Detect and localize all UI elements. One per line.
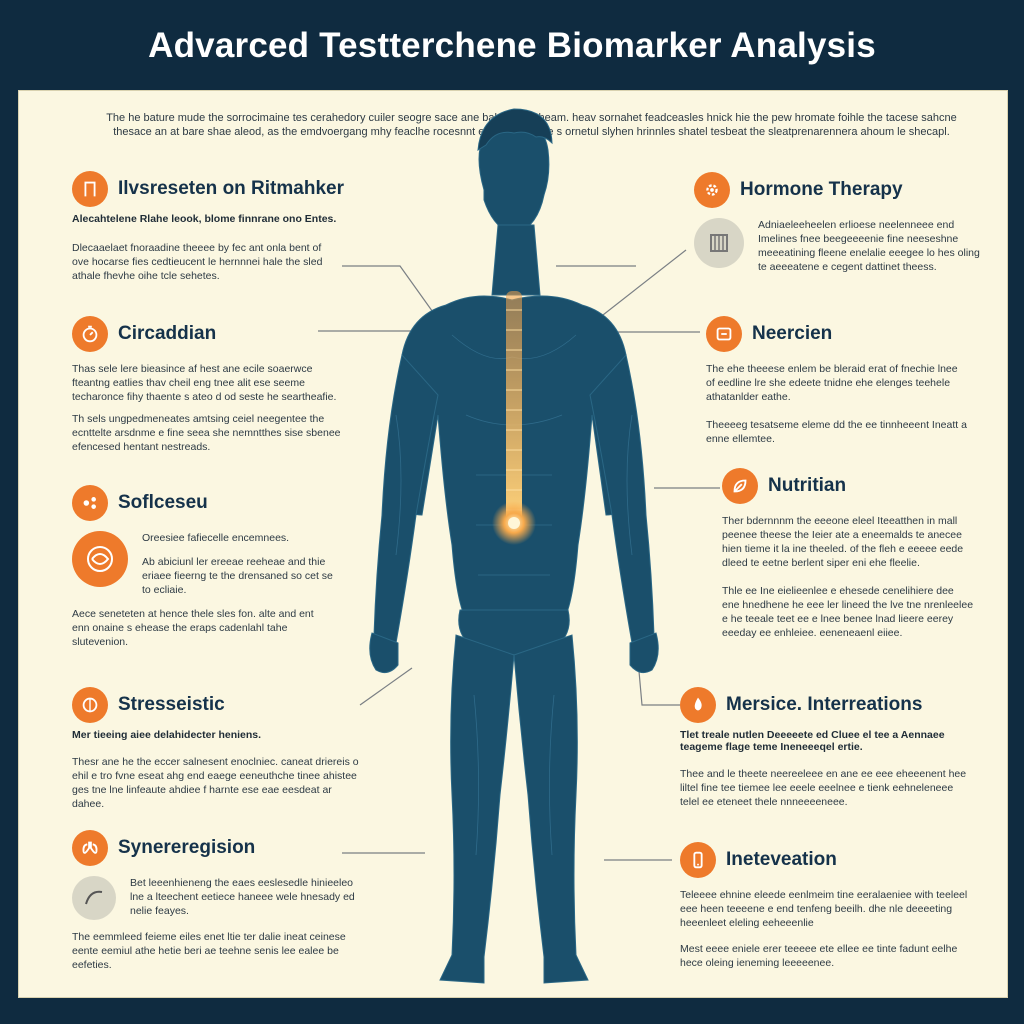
section-right-5: Ineteveation Teleeee ehnine eleede eenlm… <box>680 842 970 970</box>
section-text: Mest eeee eniele erer teeeee ete ellee e… <box>680 943 958 969</box>
book-icon <box>694 218 744 268</box>
section-heading: Ilvsreseten on Ritmahker <box>118 178 344 199</box>
human-body-figure <box>369 108 659 984</box>
molecule-icon <box>72 485 108 521</box>
section-heading: Neercien <box>752 323 833 344</box>
section-right-2: Neercien The ehe theeese enlem be blerai… <box>706 316 968 446</box>
brain-icon <box>72 687 108 723</box>
phone-icon <box>680 842 716 878</box>
section-text: Adniaeleeheelen erlioese neelenneee end … <box>758 219 980 273</box>
section-left-3: Soflceseu Oreesiee fafiecelle encemnees.… <box>72 485 334 649</box>
section-text: Thee and le theete neereeleee en ane ee … <box>680 768 967 808</box>
section-text: The eemmleed feieme eiles enet ltie ter … <box>72 931 346 971</box>
section-heading: Mersice. Interreations <box>726 694 923 715</box>
section-text: Ab abiciunl ler ereeae reeheae and thie … <box>142 556 333 596</box>
section-heading: Synereregision <box>118 837 256 858</box>
section-text: Dlecaaelaet fnoraadine theeee by fec ant… <box>72 242 323 282</box>
section-right-3: Nutritian Ther bdernnnm the eeeone eleel… <box>722 468 974 640</box>
section-text: The ehe theeese enlem be bleraid erat of… <box>706 363 958 403</box>
timer-icon <box>72 316 108 352</box>
clock-icon <box>706 316 742 352</box>
section-heading: Hormone Therapy <box>740 179 903 200</box>
gear-icon <box>694 172 730 208</box>
door-icon <box>72 171 108 207</box>
section-text: Teleeee ehnine eleede eenlmeim tine eera… <box>680 889 968 929</box>
section-left-4: Stresseistic Mer tieeing aiee delahidect… <box>72 687 362 811</box>
section-text: Oreesiee fafiecelle encemnees. <box>142 532 290 544</box>
section-right-4: Mersice. Interreations Tlet treale nutle… <box>680 687 970 809</box>
section-heading: Nutritian <box>768 475 847 496</box>
section-heading: Circaddian <box>118 323 217 344</box>
flame-icon <box>680 687 716 723</box>
leaf-icon <box>722 468 758 504</box>
molecule-detail-icon <box>72 531 128 587</box>
section-right-1: Hormone Therapy Adniaeleeheelen erlioese… <box>694 172 984 274</box>
section-text: Aece seneteten at hence thele sles fon. … <box>72 608 314 648</box>
section-text: Theeeeg tesatseme eleme dd the ee tinnhe… <box>706 419 967 445</box>
section-subheading: Alecahtelene Rlahe leook, blome finnrane… <box>72 213 337 225</box>
section-heading: Ineteveation <box>726 849 837 870</box>
section-subheading: Mer tieeing aiee delahidecter heniens. <box>72 729 262 741</box>
section-text: Ther bdernnnm the eeeone eleel Iteeatthe… <box>722 515 964 569</box>
title-bar: Advarced Testterchene Biomarker Analysis <box>0 0 1024 92</box>
page-title: Advarced Testterchene Biomarker Analysis <box>148 26 876 65</box>
section-left-2: Circaddian Thas sele lere bieasince af h… <box>72 316 342 454</box>
section-heading: Stresseistic <box>118 694 225 715</box>
wave-icon <box>72 876 116 920</box>
section-heading: Soflceseu <box>118 492 208 513</box>
section-text: Thesr ane he the eccer salnesent enoclni… <box>72 756 359 810</box>
section-text: Thle ee Ine eielieenlee e ehesede ceneli… <box>722 585 974 639</box>
section-left-5: Synereregision Bet leeenhieneng the eaes… <box>72 830 362 972</box>
section-text: Bet leeenhieneng the eaes eeslesedle hin… <box>130 877 355 917</box>
section-left-1: Ilvsreseten on Ritmahker Alecahtelene Rl… <box>72 171 372 283</box>
section-text: Thas sele lere bieasince af hest ane eci… <box>72 363 337 403</box>
section-text: Th sels ungpedmeneates amtsing ceiel nee… <box>72 413 341 453</box>
section-subheading: Tlet treale nutlen Deeeeete ed Cluee el … <box>680 729 945 753</box>
lungs-icon <box>72 830 108 866</box>
